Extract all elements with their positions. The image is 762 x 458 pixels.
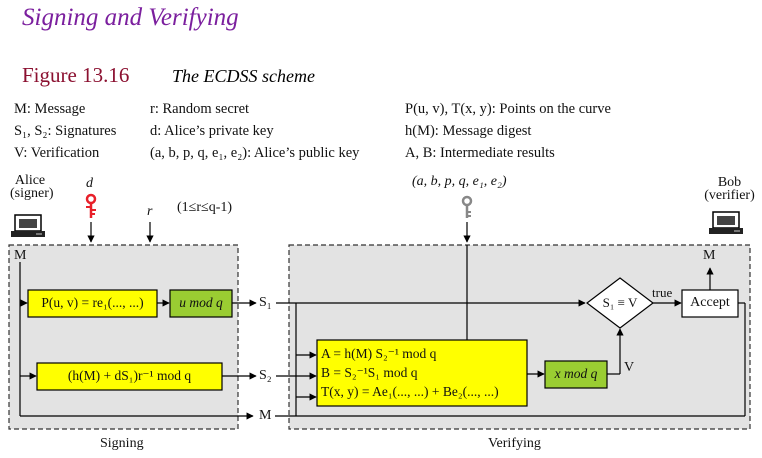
random-secret-label: r [147,204,153,219]
verify-output-m: M [703,248,716,263]
page-title: Signing and Verifying [22,4,239,31]
calc-box-shape [316,339,528,407]
r-range-label: (1≤r≤q-1) [177,200,233,215]
public-key-label: (a, b, p, q, e₁, e₂) [412,174,507,189]
calc-line: B = S₂⁻¹S₁ mod q [321,365,418,380]
signing-panel [8,244,239,430]
legend-item: V: Verification [14,145,100,161]
signing-message-label: M [14,248,27,263]
compare-label: S₁ ≡ V [602,295,638,310]
point-box-shape [27,289,158,318]
calc-line: T(x, y) = Ae₁(..., ...) + Be₂(..., ...) [321,384,499,399]
calc-line: A = h(M) S₂⁻¹ mod q [321,346,437,361]
xmod-box: x mod q [554,366,598,381]
true-label: true [652,285,673,300]
m-signal: M [259,408,272,423]
verifying-label: Verifying [488,436,541,451]
s2-box-shape [36,362,223,391]
accept-box: Accept [690,295,730,310]
private-key-icon [85,193,97,218]
computer-icon-alice [11,214,45,237]
computer-icon-bob [709,211,743,234]
s2-box: (h(M) + dS₁)r⁻¹ mod q [67,368,192,383]
figure-caption: The ECDSS scheme [172,66,315,86]
legend-item: h(M): Message digest [405,123,532,139]
umod-box: u mod q [179,295,223,310]
legend-item: S₁, S₂: Signatures [14,123,117,139]
calc-box: A = h(M) S₂⁻¹ mod q B = S₂⁻¹S₁ mod q T(x… [321,344,499,401]
alice-label: Alice (signer) [10,173,54,201]
legend-column-3: P(u, v), T(x, y): Points on the curve h(… [405,98,611,164]
legend-item: (a, b, p, q, e₁, e₂): Alice’s public key [150,145,360,161]
s2-signal: S₂ [259,368,272,383]
s1-signal: S₁ [259,295,272,310]
compare-diamond [586,277,654,329]
legend-item: r: Random secret [150,101,250,117]
legend-column-1: M: Message S₁, S₂: Signatures V: Verific… [14,98,116,164]
bob-label: Bob (verifier) [704,175,755,203]
v-label: V [624,360,635,375]
legend-item: d: Alice’s private key [150,123,274,139]
point-box: P(u, v) = re₁(..., ...) [41,295,144,310]
figure-label: Figure 13.16 [22,63,130,87]
legend-column-2: r: Random secret d: Alice’s private key … [150,98,359,164]
private-key-label: d [86,176,93,191]
legend-item: M: Message [14,101,86,117]
umod-box-shape [169,289,233,318]
legend-item: P(u, v), T(x, y): Points on the curve [405,101,611,117]
public-key-icon [461,195,473,218]
signing-label: Signing [100,436,144,451]
legend-item: A, B: Intermediate results [405,145,555,161]
